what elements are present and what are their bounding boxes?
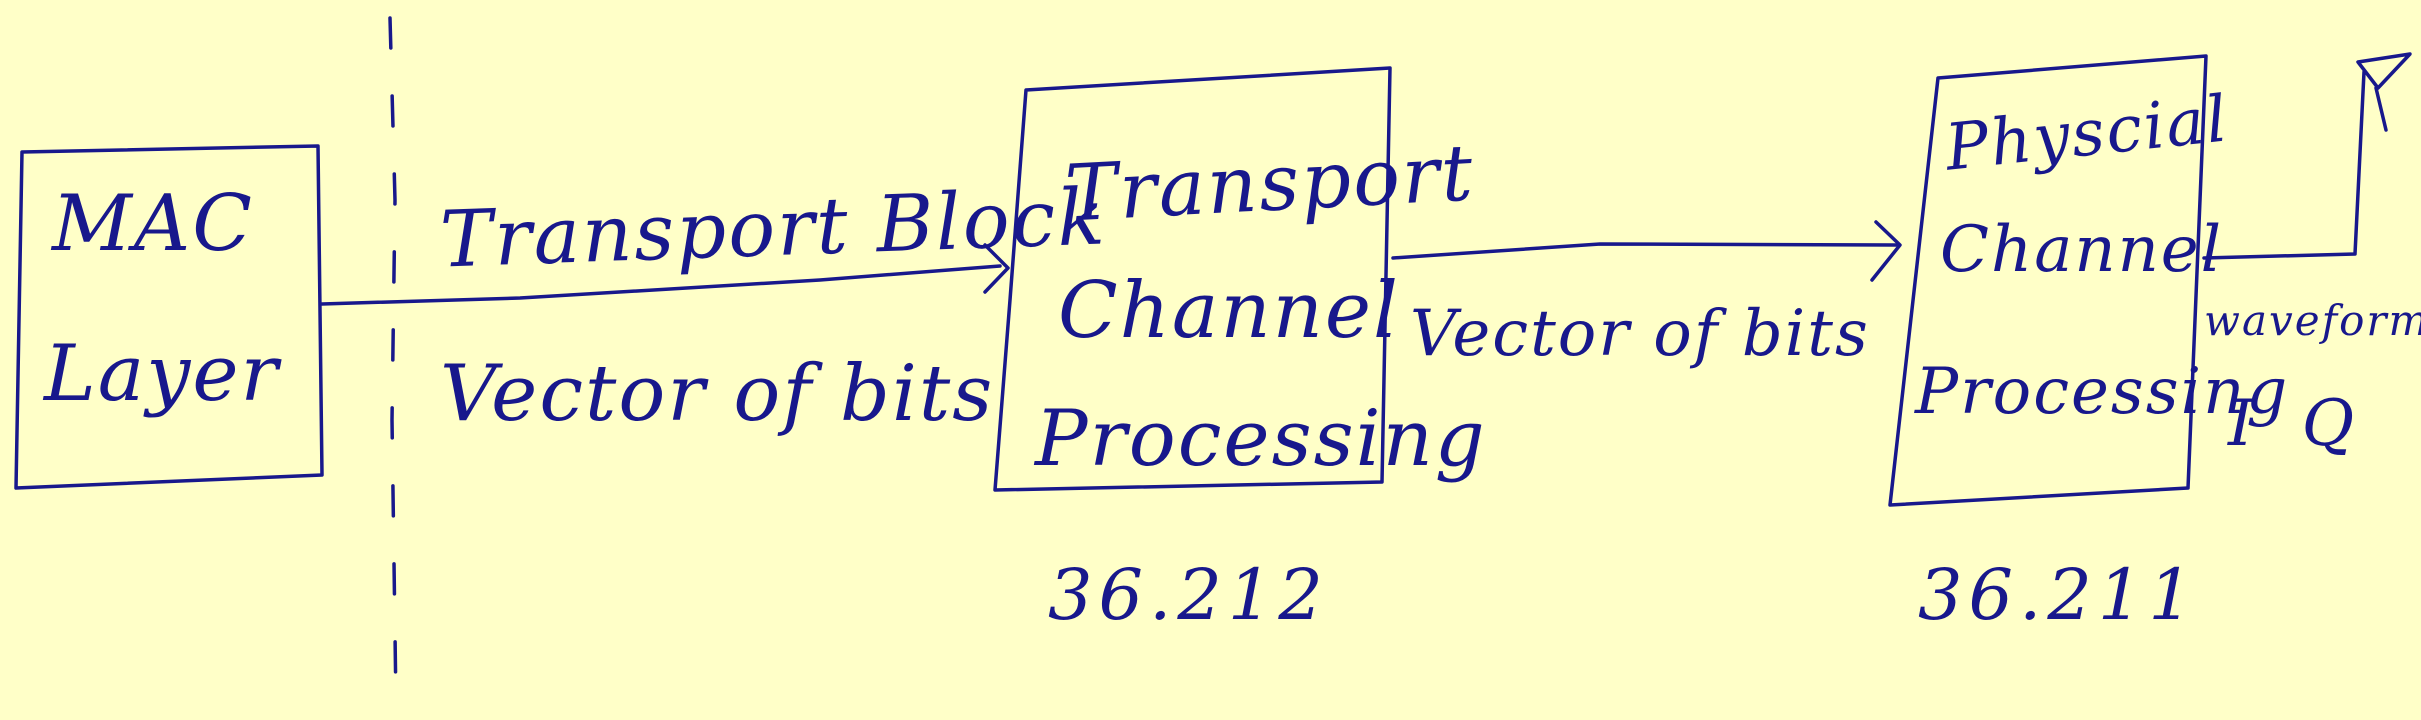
physical-channel-box <box>1888 54 2208 507</box>
transport-channel-line2: Channel <box>1058 266 1400 356</box>
arrow-head-1 <box>983 243 1010 294</box>
physical-channel-line3: Processing <box>1915 355 2290 429</box>
arrow1-vector-of-bits-label: Vector of bits <box>440 349 995 439</box>
mac-box <box>14 144 324 490</box>
arrow-head-2 <box>1870 220 1902 282</box>
arrow-mac-to-transport <box>320 264 1002 306</box>
physical-channel-line2: Channel <box>1940 213 2224 287</box>
transport-channel-spec: 36.212 <box>1048 554 1329 636</box>
transport-channel-line1: Transport <box>1062 128 1477 240</box>
mac-label-line2: Layer <box>44 329 280 419</box>
iq-label: I Q <box>2228 387 2369 461</box>
mac-label-line1: MAC <box>52 179 254 269</box>
transport-block-label: Transport Block <box>438 172 1108 286</box>
arrow-transport-to-physical <box>1391 242 1898 260</box>
layer-boundary-line <box>388 16 398 707</box>
output-line <box>2202 70 2366 260</box>
transport-channel-box <box>993 66 1392 492</box>
physical-channel-spec: 36.211 <box>1918 554 2199 636</box>
waveform-label: waveform <box>2204 296 2421 345</box>
antenna-icon <box>2356 52 2412 132</box>
transport-channel-line3: Processing <box>1035 394 1487 484</box>
arrow2-vector-of-bits-label: Vector of bits <box>1410 297 1870 371</box>
